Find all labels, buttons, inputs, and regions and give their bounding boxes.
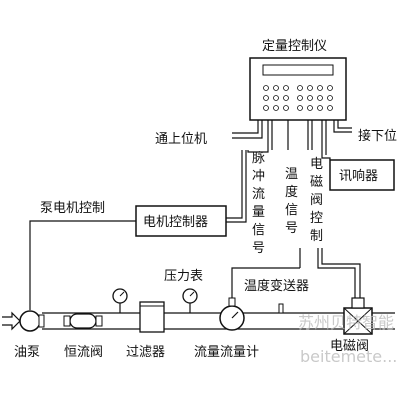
pressure-gauge-1 [112,288,128,313]
svg-text:流: 流 [252,187,265,202]
constant-flow-valve-label: 恒流阀 [64,345,103,360]
svg-text:号: 号 [252,241,265,256]
svg-text:度: 度 [285,184,298,200]
temp-signal-label: 温 度 信 号 [285,167,298,236]
buzzer-label: 讯响器 [339,168,378,184]
svg-text:信: 信 [252,223,265,238]
svg-text:控: 控 [310,211,323,226]
motor-controller-label: 电机控制器 [143,215,208,230]
oil-pump [19,310,45,332]
next-device-label: 接下位 [358,128,397,144]
temp-probe [278,303,284,314]
svg-text:信: 信 [285,203,298,218]
svg-text:号: 号 [285,221,298,236]
controller-cables [232,120,352,160]
svg-text:阀: 阀 [310,193,323,208]
svg-text:温: 温 [285,167,298,182]
solenoid-valve [343,297,373,335]
pump-control-label: 泵电机控制 [40,201,105,216]
constant-flow-valve [63,313,103,329]
controller-unit [249,57,347,121]
flowmeter [219,297,245,331]
signal-wiring [226,150,361,300]
svg-text:电: 电 [310,157,323,172]
svg-text:脉: 脉 [252,151,265,166]
svg-text:磁: 磁 [310,175,323,190]
watermark-line1: 苏州贝特智能 [298,313,394,332]
controller-buttons [263,85,333,111]
buzzer-box [329,159,395,191]
filter [139,301,165,333]
pump-control-line [29,220,136,310]
filter-label: 过滤器 [126,345,165,360]
controller-label: 定量控制仪 [262,39,327,54]
watermark-line2: beitemete... [300,347,397,366]
flowmeter-label: 流量流量计 [194,345,259,360]
temp-transmitter-label: 温度变送器 [244,278,309,294]
svg-text:量: 量 [252,205,265,220]
pulse-signal-label: 脉 冲 流 量 信 号 [252,151,265,256]
svg-text:制: 制 [310,229,323,244]
solenoid-valve-label: 电磁阀 [330,339,369,354]
valve-control-label: 电 磁 阀 控 制 [310,157,323,244]
pump-label: 油泵 [14,345,40,360]
upper-computer-label: 通上位机 [155,132,207,147]
pressure-gauge-label: 压力表 [164,269,203,284]
inlet-arrow [2,311,21,331]
svg-text:冲: 冲 [252,169,265,184]
main-pipeline [42,312,395,330]
motor-controller-box [135,205,227,237]
pressure-gauge-2 [182,288,198,313]
